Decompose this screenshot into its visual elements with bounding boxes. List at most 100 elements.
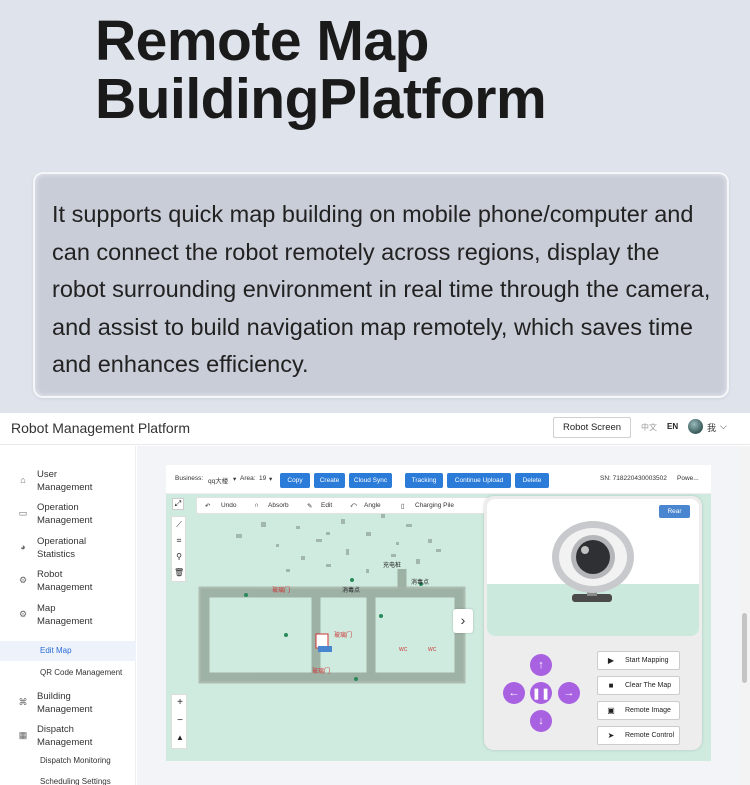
charging-pile-tool[interactable]: Charging Pile [415,502,455,509]
trash-icon[interactable]: 🗑 [174,568,185,577]
map-label-wc: WC [428,647,437,653]
pencil-icon[interactable]: ✎ [307,503,313,510]
fullscreen-icon[interactable]: ⤢ [172,498,184,510]
headline: Remote Map BuildingPlatform [95,9,547,131]
rear-camera-button[interactable]: Rear [659,505,690,518]
chevron-right-icon[interactable]: › [453,609,473,633]
power-status: Powe... [677,475,699,482]
sidebar-item-label: Statistics [37,549,76,560]
button-label: Clear The Map [625,682,672,689]
description-text: It supports quick map building on mobile… [52,201,711,377]
home-icon: ⌂ [20,475,26,485]
floor-plan [198,509,466,684]
remote-image-button[interactable]: ▣ Remote Image [597,701,680,720]
pause-icon[interactable]: ❚❚ [530,682,552,704]
headline-line-1: Remote Map [95,9,429,73]
arrow-down-icon[interactable]: ↓ [530,710,552,732]
business-select[interactable]: qq大楼 [208,478,229,485]
line-icon[interactable]: ⟋ [176,520,182,529]
magnet-icon[interactable]: ∩ [254,502,259,509]
edit-tool[interactable]: Edit [321,502,333,509]
tracking-button[interactable]: Tracking [405,473,443,488]
lang-zh-toggle[interactable]: 中文 [641,423,657,432]
delete-button[interactable]: Delete [515,473,549,488]
chevron-down-icon[interactable]: ▾ [233,476,237,483]
start-mapping-button[interactable]: ▶ Start Mapping [597,651,680,670]
building-icon: ⌘ [18,697,28,707]
angle-icon[interactable]: ⤺ [350,502,357,509]
sidebar-subitem-qr-code[interactable]: QR Code Management [40,668,123,677]
navigation-icon: ➤ [607,731,615,740]
area-select[interactable]: 19 [259,475,267,482]
map-toolbar: Business: qq大楼 ▾ Area: 19 ▾ Copy Create … [166,465,711,494]
compass-icon[interactable]: ▲ [176,733,184,742]
angle-tool[interactable]: Angle [364,502,381,509]
map-label-door: 玻璃门 [272,588,291,594]
absorb-tool[interactable]: Absorb [268,502,289,509]
monitor-icon: ▭ [18,508,28,518]
sidebar-item-label: Dispatch [37,724,74,735]
crop-icon[interactable]: ⌗ [176,536,182,545]
map-label-wc: WC [399,647,408,653]
chevron-down-icon[interactable]: ⌵ [720,421,727,431]
camera-card: Rear ↑ ← ❚❚ → ↓ ▶ Start Mapping ■ Clear … [484,496,702,750]
charging-pile-icon[interactable]: ▯ [401,503,405,510]
gear-icon: ⚙ [18,609,28,619]
arrow-right-icon[interactable]: → [558,682,580,704]
remote-control-button[interactable]: ➤ Remote Control [597,726,680,745]
chevron-down-icon[interactable]: ▾ [269,476,273,483]
map-label-disinfect: 消毒点 [342,588,361,594]
map-label-charging: 充电桩 [383,563,402,569]
sidebar-item-label: Management [37,582,93,593]
sidebar-item-label: Building [37,691,71,702]
sidebar-item-label: Management [37,616,93,627]
sidebar-item-label: User [37,469,58,480]
sidebar-item-label: Robot [37,569,63,580]
location-pin-icon[interactable]: ⚲ [176,552,182,561]
sidebar-item-label: Management [37,515,93,526]
map-label-door: 玻璃门 [334,633,353,639]
scrollbar-thumb[interactable] [742,613,747,683]
map-editor-panel: Business: qq大楼 ▾ Area: 19 ▾ Copy Create … [166,465,711,761]
headline-line-2: BuildingPlatform [95,67,547,131]
sidebar-item-label: Management [37,482,93,493]
undo-icon[interactable]: ↶ [205,503,211,510]
map-label-door: 玻璃门 [312,669,331,675]
gear-icon: ⚙ [18,575,28,585]
pie-chart-icon: ◕ [20,542,26,552]
map-edit-tools: ↶ Undo ∩ Absorb ✎ Edit ⤺ Angle ▯ Chargin… [196,497,496,514]
cloud-sync-button[interactable]: Cloud Sync [349,473,392,488]
zoom-in-icon[interactable]: + [177,697,183,708]
drawing-tools: ⟋ ⌗ ⚲ 🗑 [171,516,186,582]
description-box: It supports quick map building on mobile… [33,172,729,398]
map-canvas[interactable]: 充电桩 玻璃门 消毒点 消毒点 玻璃门 WC WC 玻璃门 ⤢ ↶ Undo ∩… [166,494,711,761]
sidebar-subitem-edit-map[interactable]: Edit Map [0,641,136,661]
user-menu-label[interactable]: 我 [707,423,717,433]
webcam-icon [552,521,634,602]
play-icon: ▶ [607,656,615,665]
grid-icon: ▦ [18,730,28,740]
lang-en-toggle[interactable]: EN [667,422,679,431]
undo-tool[interactable]: Undo [221,502,237,509]
map-label-disinfect: 消毒点 [411,580,430,586]
avatar[interactable] [688,419,703,434]
arrow-up-icon[interactable]: ↑ [530,654,552,676]
copy-button[interactable]: Copy [280,473,310,488]
sidebar-item-label: Operational [37,536,87,547]
robot-screen-button[interactable]: Robot Screen [553,417,631,438]
clear-map-button[interactable]: ■ Clear The Map [597,676,680,695]
continue-upload-button[interactable]: Continue Upload [447,473,511,488]
area-label: Area: [240,475,256,482]
button-label: Start Mapping [625,657,669,664]
button-label: Remote Image [625,707,671,714]
trash-icon: ■ [608,681,614,690]
sidebar-item-label: Management [37,737,93,748]
app-screenshot: Robot Management Platform Robot Screen 中… [0,413,750,785]
sidebar-subitem-dispatch-monitoring[interactable]: Dispatch Monitoring [40,756,111,765]
zoom-out-icon[interactable]: − [177,715,183,726]
sidebar-subitem-scheduling-settings[interactable]: Scheduling Settings [40,777,111,785]
zoom-controls: + − ▲ [171,694,187,749]
arrow-left-icon[interactable]: ← [503,682,525,704]
create-button[interactable]: Create [314,473,345,488]
